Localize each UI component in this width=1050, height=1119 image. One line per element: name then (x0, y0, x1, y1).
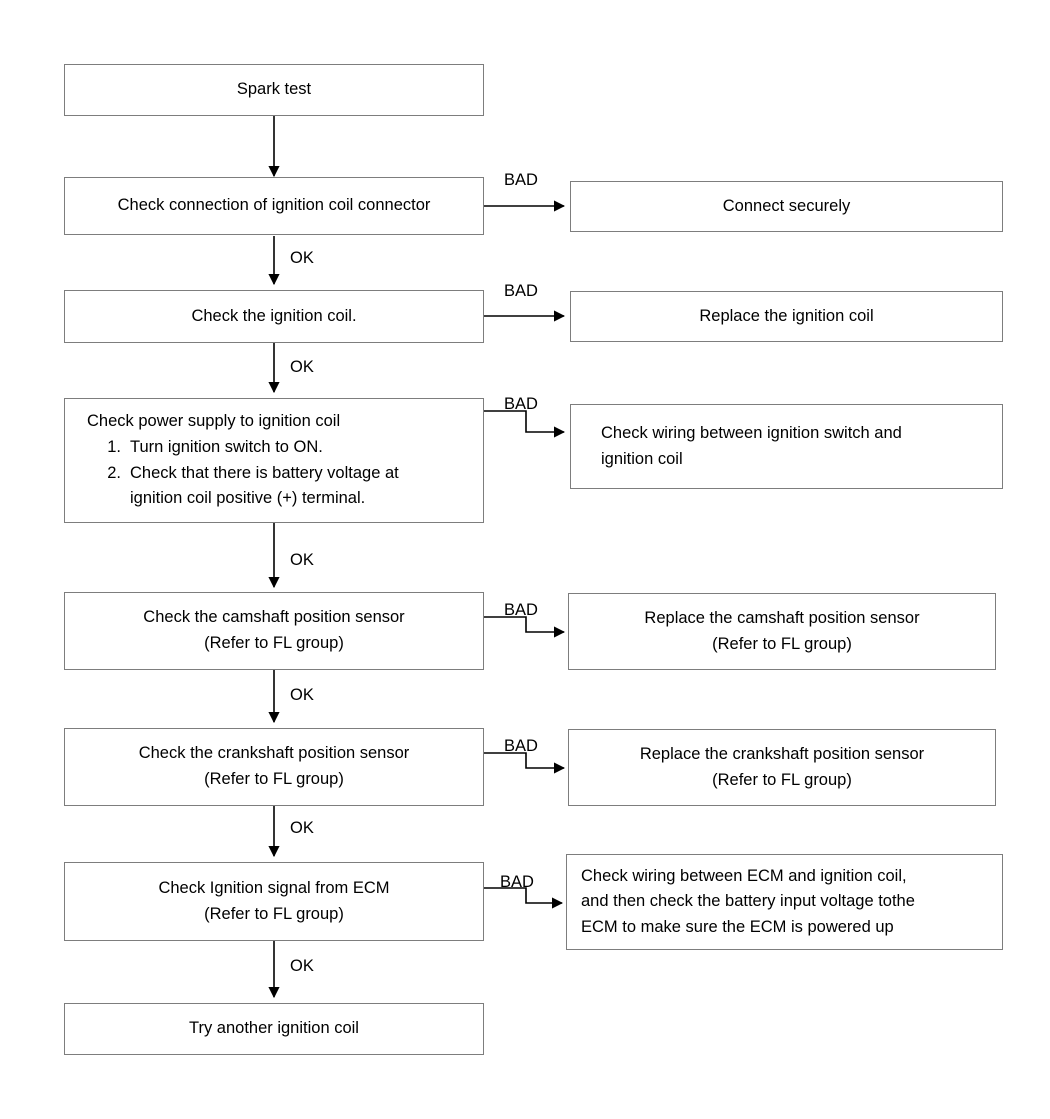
node-check-wiring-switch-coil[interactable]: Check wiring between ignition switch and… (570, 404, 1003, 489)
node-check-crankshaft-sensor[interactable]: Check the crankshaft position sensor (Re… (64, 728, 484, 806)
node-replace-crankshaft-sensor-line1: Replace the crankshaft position sensor (639, 744, 925, 763)
list-item-text: Check that there is battery voltage at i… (130, 463, 399, 508)
node-check-wiring-ecm-coil-line2: and then check the battery input voltage… (581, 892, 915, 911)
node-connect-securely[interactable]: Connect securely (570, 181, 1003, 232)
node-check-wiring-switch-coil-line2: ignition coil (601, 449, 683, 468)
list-item-text: Turn ignition switch to ON. (130, 437, 323, 456)
edge-label-ok-6: OK (290, 957, 314, 975)
node-replace-camshaft-sensor-line1: Replace the camshaft position sensor (644, 608, 920, 627)
edge-step5-bad (484, 752, 566, 774)
node-replace-crankshaft-sensor-line2: (Refer to FL group) (712, 770, 852, 789)
edge-label-bad-1: BAD (504, 171, 538, 189)
list-item: 1. Turn ignition switch to ON. (87, 435, 399, 461)
node-check-ignition-coil-label: Check the ignition coil. (191, 306, 357, 325)
edge-label-ok-4: OK (290, 686, 314, 704)
node-replace-camshaft-sensor[interactable]: Replace the camshaft position sensor (Re… (568, 593, 996, 670)
node-check-wiring-switch-coil-line1: Check wiring between ignition switch and (601, 423, 902, 442)
node-connect-securely-label: Connect securely (722, 196, 851, 215)
node-check-wiring-ecm-coil[interactable]: Check wiring between ECM and ignition co… (566, 854, 1003, 950)
list-item-number: 1. (107, 437, 121, 456)
node-check-power-supply-header: Check power supply to ignition coil (87, 412, 341, 431)
node-check-power-supply[interactable]: Check power supply to ignition coil 1. T… (64, 398, 484, 523)
node-check-ignition-signal-ecm-line1: Check Ignition signal from ECM (158, 878, 390, 897)
edge-label-bad-3: BAD (504, 395, 538, 413)
node-check-camshaft-sensor-line2: (Refer to FL group) (204, 634, 344, 652)
node-check-connector[interactable]: Check connection of ignition coil connec… (64, 177, 484, 235)
node-check-ignition-signal-ecm[interactable]: Check Ignition signal from ECM (Refer to… (64, 862, 484, 941)
node-check-camshaft-sensor-line1: Check the camshaft position sensor (143, 608, 405, 627)
edge-step3-bad (484, 410, 566, 438)
node-spark-test-label: Spark test (236, 80, 312, 99)
list-item: 2. Check that there is battery voltage a… (87, 461, 399, 512)
edge-label-ok-5: OK (290, 819, 314, 837)
node-try-another-coil[interactable]: Try another ignition coil (64, 1003, 484, 1055)
node-check-ignition-signal-ecm-line2: (Refer to FL group) (204, 904, 344, 923)
node-check-connector-label: Check connection of ignition coil connec… (117, 196, 431, 215)
node-replace-camshaft-sensor-line2: (Refer to FL group) (712, 634, 852, 653)
edge-label-bad-5: BAD (504, 737, 538, 755)
node-check-ignition-coil[interactable]: Check the ignition coil. (64, 290, 484, 343)
edge-label-ok-3: OK (290, 551, 314, 569)
edge-label-ok-2: OK (290, 358, 314, 376)
edge-label-bad-4: BAD (504, 601, 538, 619)
node-spark-test[interactable]: Spark test (64, 64, 484, 116)
edge-label-bad-2: BAD (504, 282, 538, 300)
node-check-camshaft-sensor[interactable]: Check the camshaft position sensor (Refe… (64, 592, 484, 670)
node-check-power-supply-steps: 1. Turn ignition switch to ON. 2. Check … (87, 435, 399, 512)
node-try-another-coil-label: Try another ignition coil (189, 1019, 359, 1038)
node-check-crankshaft-sensor-line1: Check the crankshaft position sensor (138, 744, 410, 763)
node-replace-ignition-coil-label: Replace the ignition coil (699, 306, 874, 325)
edge-label-ok-1: OK (290, 249, 314, 267)
edge-label-bad-6: BAD (500, 873, 534, 891)
node-check-wiring-ecm-coil-line1: Check wiring between ECM and ignition co… (581, 866, 907, 885)
list-item-number: 2. (107, 463, 121, 482)
edge-step4-bad (484, 616, 566, 638)
node-check-wiring-ecm-coil-line3: ECM to make sure the ECM is powered up (581, 917, 894, 936)
node-replace-ignition-coil[interactable]: Replace the ignition coil (570, 291, 1003, 342)
node-replace-crankshaft-sensor[interactable]: Replace the crankshaft position sensor (… (568, 729, 996, 806)
node-check-crankshaft-sensor-line2: (Refer to FL group) (204, 770, 344, 788)
